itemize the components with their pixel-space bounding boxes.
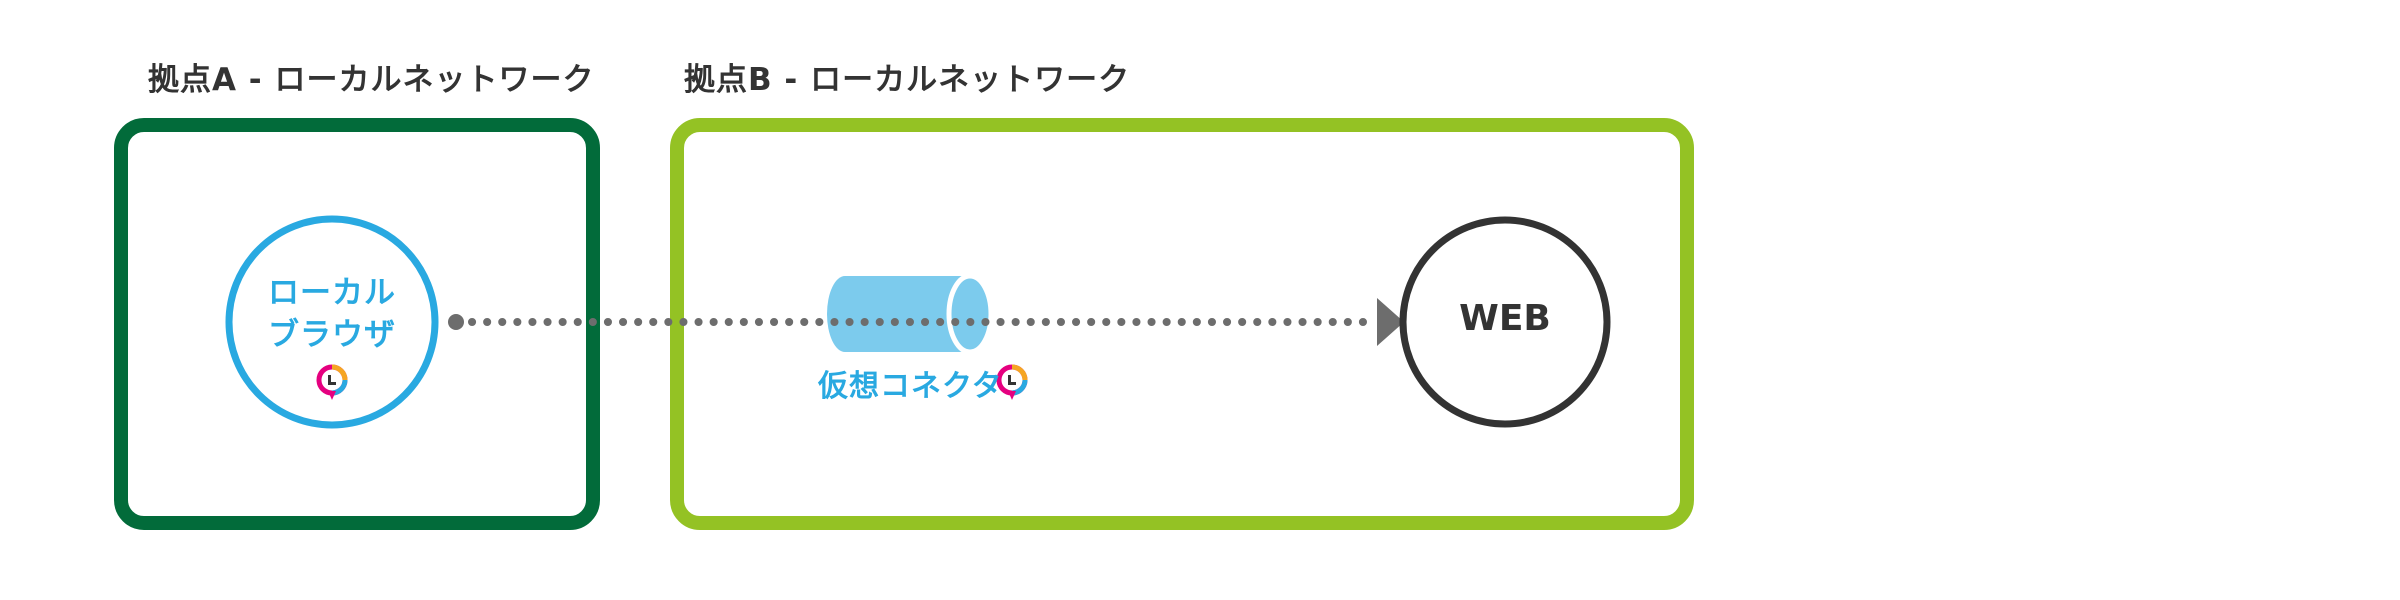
- product-logo-icon: [316, 364, 348, 400]
- product-logo-icon: [996, 364, 1028, 400]
- arrow-head: [1377, 298, 1404, 346]
- web-label: WEB: [1459, 298, 1551, 339]
- local-browser-label-line1: ローカル: [268, 275, 396, 311]
- virtual-connector-cylinder: [827, 273, 994, 355]
- local-browser-label: ローカル ブラウザ: [232, 272, 432, 356]
- local-browser-label-line2: ブラウザ: [268, 317, 396, 353]
- zone-a-label: 拠点A - ローカルネットワーク: [148, 62, 595, 98]
- local-browser-node: [225, 215, 439, 429]
- connection-start-dot: [448, 314, 464, 330]
- zone-b-label: 拠点B - ローカルネットワーク: [684, 62, 1131, 98]
- virtual-connector-label: 仮想コネクタ: [818, 369, 1003, 404]
- web-node: [1399, 216, 1611, 428]
